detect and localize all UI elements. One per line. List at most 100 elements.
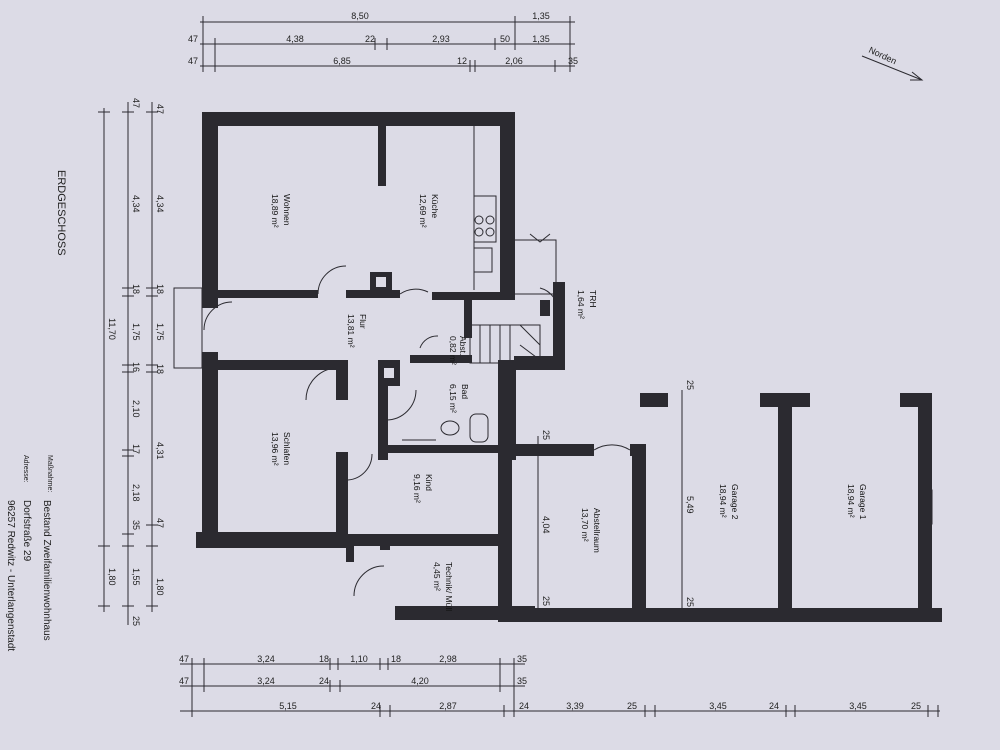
dim-left-2-c: 18 <box>131 284 141 294</box>
dim-bottom-2-e: 35 <box>517 676 527 686</box>
room-garage1-name: Garage 1 <box>858 484 868 520</box>
dim-bottom-1-e: 18 <box>391 654 401 664</box>
room-garage1-area: 18,94 m² <box>846 484 856 518</box>
dim-bottom-2-d: 4,20 <box>411 676 429 686</box>
address-line1: Dorfstraße 29 <box>21 500 32 562</box>
room-schlafen-area: 13,96 m² <box>270 432 280 466</box>
dim-left-1-a: 47 <box>155 104 165 114</box>
dim-left-3-a: 11,70 <box>107 318 117 340</box>
measure-label: Maßnahme: <box>46 455 53 492</box>
dim-left-1-e: 18 <box>155 364 165 374</box>
room-trh-name: TRH <box>588 290 598 307</box>
dim-left-1-g: 47 <box>155 518 165 528</box>
dim-garage-wall-top: 25 <box>685 380 695 390</box>
room-garage2-name: Garage 2 <box>730 484 740 520</box>
room-flur-area: 13,81 m² <box>346 314 356 348</box>
room-abstellraum-name: Abstellraum <box>592 508 602 553</box>
dim-bottom-2-c: 24 <box>319 676 329 686</box>
room-wohnen-area: 18,89 m² <box>270 194 280 228</box>
dim-left-1-d: 1,75 <box>155 323 165 341</box>
dim-bottom-3-d: 24 <box>519 701 529 711</box>
room-kind-area: 9,16 m² <box>412 474 422 503</box>
dim-garage-wall-bottom: 25 <box>685 597 695 607</box>
dim-left-2-g: 17 <box>131 444 141 454</box>
dim-left-3-b: 1,80 <box>107 568 117 586</box>
dim-bottom-2-a: 47 <box>179 676 189 686</box>
dim-left-1-b: 4,34 <box>155 195 165 213</box>
north-arrow: Norden <box>861 45 924 81</box>
address-label: Adresse: <box>22 455 29 483</box>
dim-top-3-a: 47 <box>188 56 198 66</box>
dim-garage-depth: 5,49 <box>685 496 695 514</box>
top-dimensions: 8,50 1,35 47 4,38 22 2,93 50 1,35 47 6,8… <box>188 11 578 72</box>
dim-top-3-b: 6,85 <box>333 56 351 66</box>
dim-left-2-k: 25 <box>131 616 141 626</box>
dim-left-2-d: 1,75 <box>131 323 141 341</box>
room-flur-name: Flur <box>358 314 368 329</box>
title-block: Maßnahme: Bestand Zweifamilienwohnhaus A… <box>5 455 53 651</box>
dim-bottom-3-g: 3,45 <box>709 701 727 711</box>
dim-bottom-3-e: 3,39 <box>566 701 584 711</box>
room-schlafen-name: Schlafen <box>282 432 292 465</box>
dim-top-2-e: 50 <box>500 34 510 44</box>
dim-left-2-a: 47 <box>131 98 141 108</box>
room-kueche-name: Küche <box>430 194 440 218</box>
dim-left-1-c: 18 <box>155 284 165 294</box>
room-technik-area: 4,45 m² <box>432 562 442 591</box>
dim-left-2-e: 16 <box>131 362 141 372</box>
dim-bottom-1-f: 2,98 <box>439 654 457 664</box>
dim-left-1-f: 4,31 <box>155 442 165 460</box>
dim-left-2-b: 4,34 <box>131 195 141 213</box>
room-garage2-area: 18,94 m² <box>718 484 728 518</box>
dim-left-2-i: 35 <box>131 520 141 530</box>
dim-top-3-d: 2,06 <box>505 56 523 66</box>
floor-label: ERDGESCHOSS <box>55 170 67 256</box>
room-bad-area: 6,15 m² <box>448 384 458 413</box>
dim-bottom-3-f: 25 <box>627 701 637 711</box>
dim-abstell-wall-bottom: 25 <box>541 596 551 606</box>
dim-bottom-2-b: 3,24 <box>257 676 275 686</box>
dim-bottom-1-d: 1,10 <box>350 654 368 664</box>
dim-bottom-3-i: 3,45 <box>849 701 867 711</box>
dim-top-3-c: 12 <box>457 56 467 66</box>
dim-top-2-c: 22 <box>365 34 375 44</box>
bottom-dimensions: 47 3,24 18 1,10 18 2,98 35 47 3,24 24 4,… <box>179 654 940 717</box>
room-trh-area: 1,64 m² <box>576 290 586 319</box>
left-dimensions: 47 4,34 18 1,75 18 4,31 47 1,80 47 4,34 … <box>98 98 165 626</box>
measure-value: Bestand Zweifamilienwohnhaus <box>41 500 52 641</box>
dim-top-2-b: 4,38 <box>286 34 304 44</box>
dim-top-2-a: 47 <box>188 34 198 44</box>
dim-bottom-3-b: 24 <box>371 701 381 711</box>
dim-bottom-1-g: 35 <box>517 654 527 664</box>
dim-bottom-3-c: 2,87 <box>439 701 457 711</box>
room-wohnen-name: Wohnen <box>282 194 292 226</box>
room-technik-name: Technik/ Müll <box>444 562 454 611</box>
house-walls <box>173 112 942 622</box>
address-line2: 96257 Redwitz - Unterlangenstadt <box>5 500 16 651</box>
dim-bottom-1-a: 47 <box>179 654 189 664</box>
dim-left-2-h: 2,18 <box>131 484 141 502</box>
room-kueche-area: 12,69 m² <box>418 194 428 228</box>
dim-top-2-f: 1,35 <box>532 34 550 44</box>
dim-abstell-wall-top: 25 <box>541 430 551 440</box>
north-label: Norden <box>867 45 898 67</box>
room-abstellraum-area: 13,70 m² <box>580 508 590 542</box>
dim-top-2-d: 2,93 <box>432 34 450 44</box>
room-kind-name: Kind <box>424 474 434 491</box>
dim-top-1-a: 8,50 <box>351 11 369 21</box>
dim-top-1-b: 1,35 <box>532 11 550 21</box>
dim-top-3-e: 35 <box>568 56 578 66</box>
dim-bottom-3-h: 24 <box>769 701 779 711</box>
dim-abstell-depth: 4,04 <box>541 516 551 534</box>
dim-bottom-1-c: 18 <box>319 654 329 664</box>
dim-left-2-f: 2,10 <box>131 400 141 418</box>
dim-left-2-j: 1,55 <box>131 568 141 586</box>
dim-bottom-1-b: 3,24 <box>257 654 275 664</box>
room-abst-name: Abst. <box>458 336 468 355</box>
dim-bottom-3-a: 5,15 <box>279 701 297 711</box>
room-bad-name: Bad <box>460 384 470 399</box>
room-abst-area: 0,82 m² <box>448 336 458 365</box>
room-labels: Wohnen 18,89 m² Küche 12,69 m² TRH 1,64 … <box>270 194 868 611</box>
inner-dimensions: 25 5,49 25 25 4,04 25 <box>537 380 695 620</box>
